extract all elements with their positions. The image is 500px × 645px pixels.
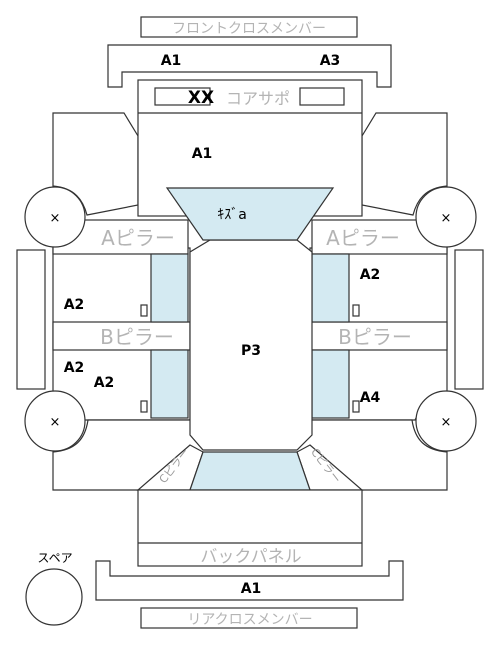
- wheel-rear-right-mark: ×: [441, 415, 452, 430]
- left-front-window: [150, 253, 189, 323]
- rear-cross-member-label: リアクロスメンバー: [187, 612, 312, 628]
- left-front-door-a2-label: A2: [64, 297, 85, 313]
- windshield-damage-label: ｷｽﾞa: [217, 207, 247, 223]
- b-pillar-right-label: Bピラー: [338, 325, 412, 349]
- right-front-door-handle: [352, 304, 360, 317]
- left-rear-window: [150, 349, 189, 419]
- roof-panel: [189, 239, 313, 451]
- rear-bumper-bracket: [95, 560, 404, 601]
- right-front-door-a2-label: A2: [360, 267, 381, 283]
- left-rocker-panel: [16, 249, 46, 390]
- trunk-panel: [137, 489, 363, 567]
- right-rear-window: [311, 349, 350, 419]
- left-rear-door-handle: [140, 400, 148, 413]
- left-front-door-handle: [140, 304, 148, 317]
- right-rear-door-handle: [352, 400, 360, 413]
- rear-a1-label: A1: [241, 581, 262, 597]
- roof-p3-label: P3: [241, 343, 261, 359]
- b-pillar-right-strip: [309, 321, 448, 351]
- front-bumper-bracket: [107, 44, 392, 88]
- back-panel-label: バックパネル: [200, 547, 301, 567]
- wheel-rear-right: [415, 390, 477, 452]
- spare-tire-label: スペア: [37, 551, 72, 565]
- wheel-front-left: [24, 186, 86, 248]
- windshield: [165, 187, 335, 241]
- b-pillar-left-label: Bピラー: [100, 325, 174, 349]
- right-front-window: [311, 253, 350, 323]
- wheel-rear-left: [24, 390, 86, 452]
- right-rocker-panel: [454, 249, 484, 390]
- rear-cross-member-box: [140, 607, 358, 629]
- front-a1-label: A1: [161, 53, 182, 69]
- rear-window: [189, 451, 311, 491]
- hood-a1-label: A1: [192, 146, 213, 162]
- front-cross-member-label: フロントクロスメンバー: [172, 21, 326, 37]
- wheel-front-left-mark: ×: [50, 211, 61, 226]
- a-pillar-left-label: Aピラー: [101, 226, 175, 250]
- spare-tire: [25, 568, 83, 626]
- core-support-right-slot: [299, 87, 345, 106]
- core-support-label: コアサポ: [226, 89, 290, 108]
- front-cross-member-box: [140, 16, 358, 38]
- front-a3-label: A3: [320, 53, 341, 69]
- wheel-front-right-mark: ×: [441, 211, 452, 226]
- core-support-left-slot: [154, 87, 211, 106]
- xx-mark-label: XX: [188, 88, 214, 108]
- left-rear-door-second-a2-label: A2: [94, 375, 115, 391]
- right-rear-door-a4-label: A4: [360, 390, 381, 406]
- wheel-rear-left-mark: ×: [50, 415, 61, 430]
- a-pillar-right-label: Aピラー: [326, 226, 400, 250]
- wheel-front-right: [415, 186, 477, 248]
- left-rear-door-a2-label: A2: [64, 360, 85, 376]
